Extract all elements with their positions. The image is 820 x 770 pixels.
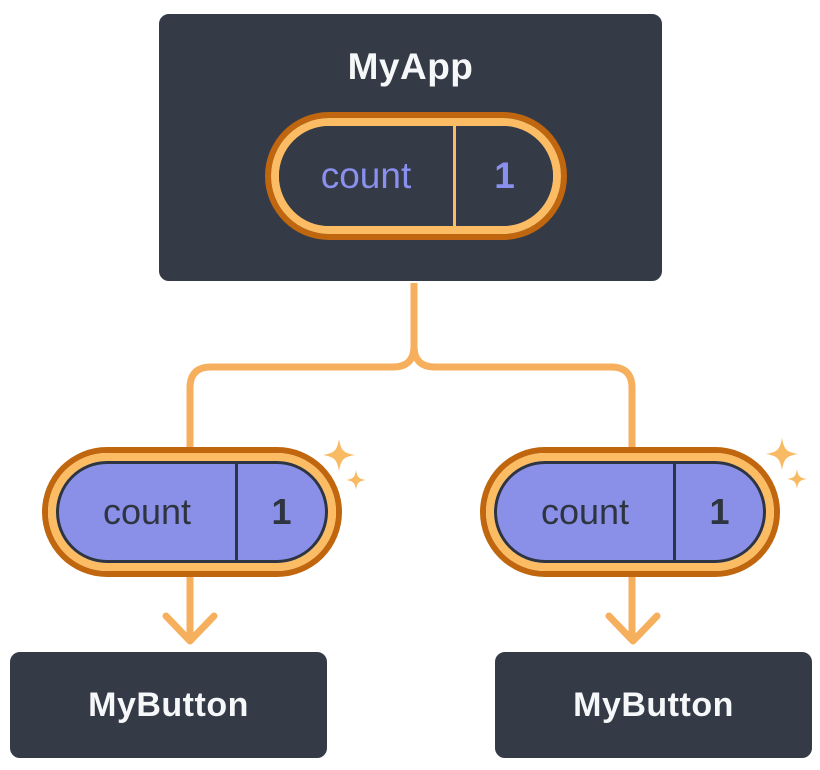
prop-name-label: count — [102, 491, 192, 532]
prop-value: 1 — [235, 464, 325, 560]
state-pill-root: count 1 — [271, 118, 561, 234]
prop-pill-right: count 1 — [486, 453, 774, 571]
node-mybutton-right-title: MyButton — [573, 685, 734, 724]
node-mybutton-right: MyButton — [493, 650, 814, 760]
sparkle-icon — [787, 469, 807, 489]
sparkle-icon — [765, 437, 799, 471]
prop-pill-left: count 1 — [48, 453, 336, 571]
sparkle-icon — [346, 470, 366, 490]
prop-pill-right-body: count 1 — [494, 461, 766, 563]
node-myapp-title: MyApp — [347, 46, 474, 87]
prop-name-label: count — [540, 491, 630, 532]
node-mybutton-left: MyButton — [8, 650, 329, 760]
state-pill-root-body: count 1 — [279, 126, 553, 226]
sparkle-icon — [322, 438, 356, 472]
state-value: 1 — [453, 126, 553, 226]
state-name-label: count — [320, 155, 412, 196]
prop-pill-left-body: count 1 — [56, 461, 328, 563]
arrowhead-right-icon — [605, 612, 661, 645]
node-mybutton-left-title: MyButton — [88, 685, 249, 724]
connector-right-branch — [410, 276, 636, 641]
prop-value: 1 — [673, 464, 763, 560]
arrowhead-left-icon — [162, 612, 218, 645]
